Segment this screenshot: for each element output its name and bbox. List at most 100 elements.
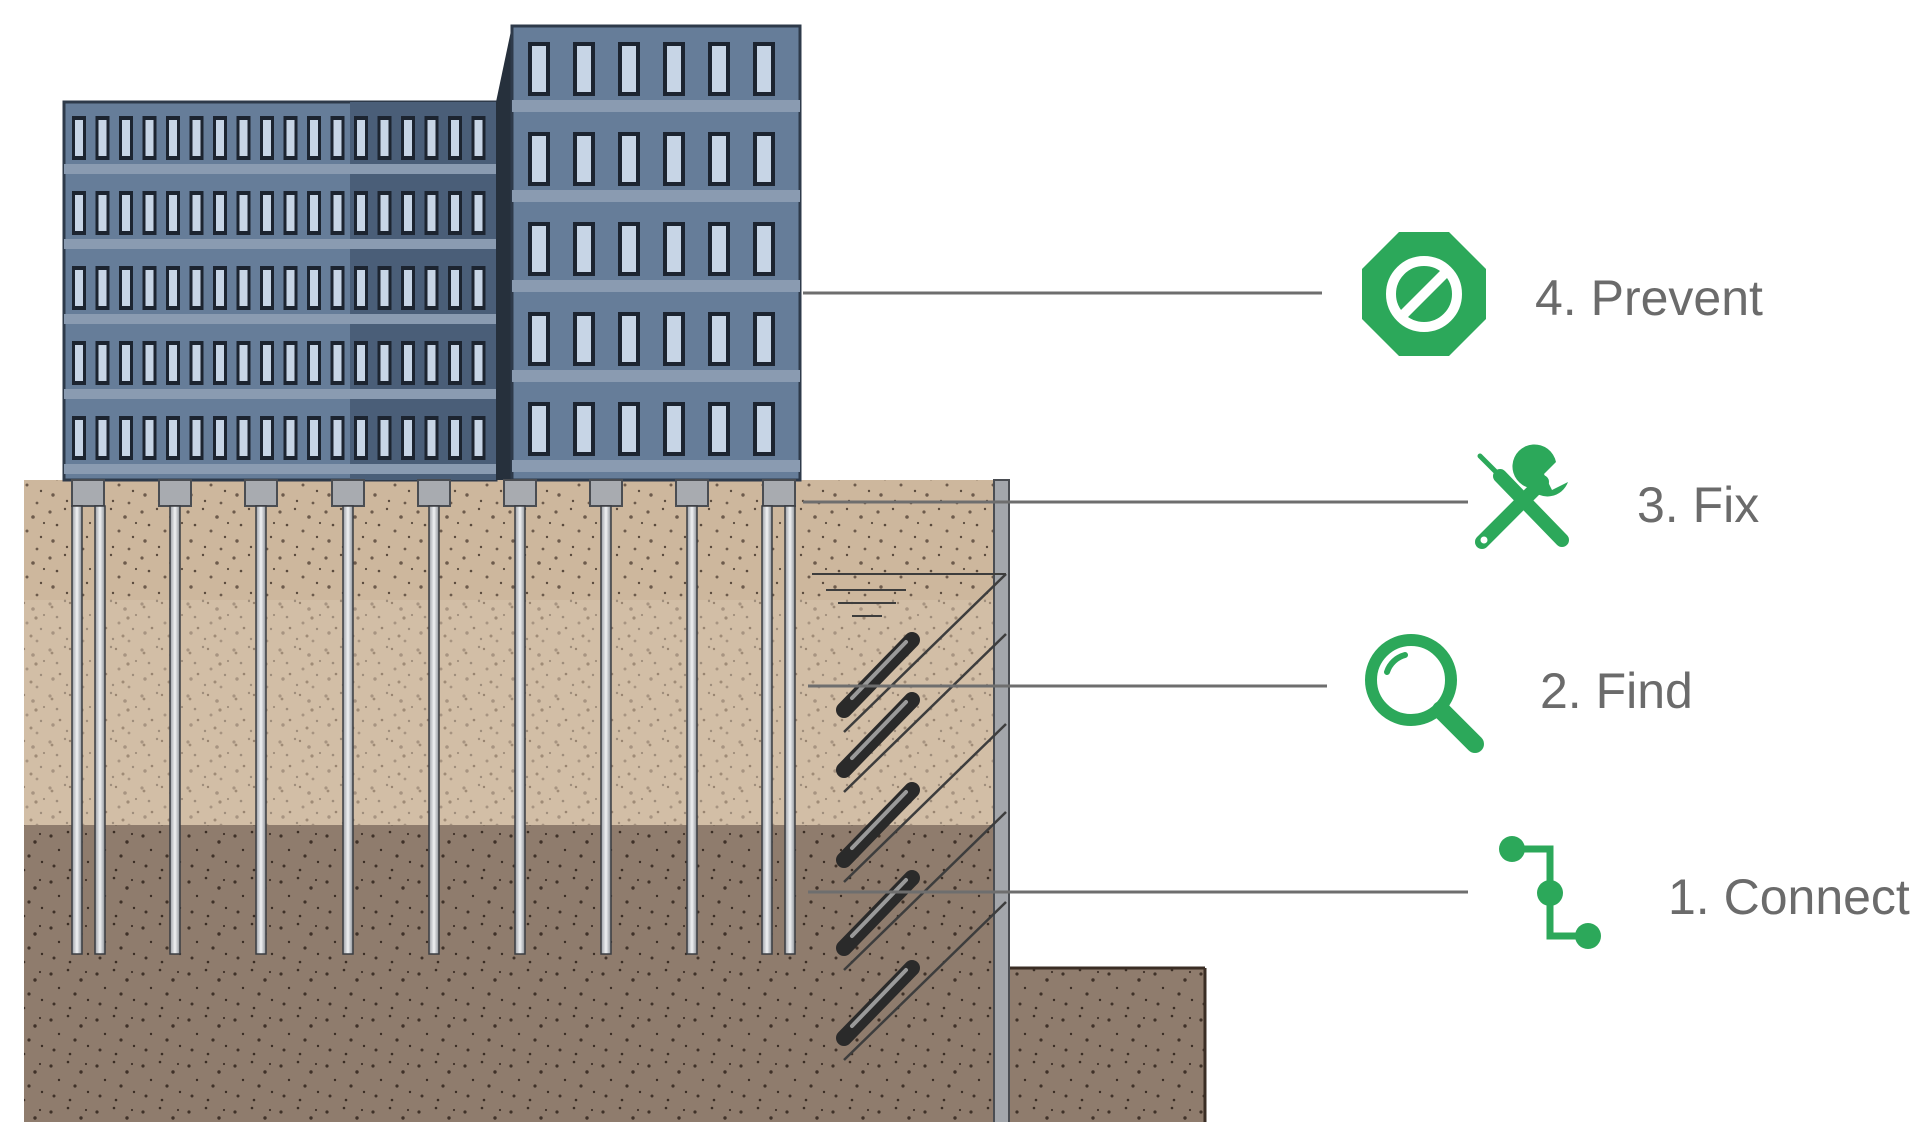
step-label-connect: 1. Connect bbox=[1668, 869, 1910, 925]
pile bbox=[255, 505, 267, 955]
floor-slab bbox=[64, 239, 496, 249]
window-pane bbox=[263, 345, 271, 381]
pile bbox=[94, 505, 106, 955]
pile-cap bbox=[503, 479, 537, 507]
window-pane bbox=[712, 46, 726, 92]
window-pane bbox=[451, 120, 459, 156]
window-pane bbox=[122, 195, 130, 231]
pile bbox=[71, 505, 83, 955]
anchor-tendon bbox=[843, 901, 1007, 1061]
pile-cap bbox=[331, 479, 365, 507]
anchor-grout-body bbox=[836, 692, 920, 778]
window-pane bbox=[192, 345, 201, 381]
pile bbox=[342, 505, 354, 955]
window-pane bbox=[333, 345, 342, 381]
anchor-highlight bbox=[850, 878, 908, 938]
pile bbox=[761, 505, 773, 955]
window-pane bbox=[239, 420, 248, 456]
window-pane bbox=[667, 316, 681, 362]
window-pane bbox=[667, 136, 681, 182]
pile bbox=[784, 505, 796, 955]
step-label-find: 2. Find bbox=[1540, 663, 1693, 719]
window-pane bbox=[98, 270, 107, 306]
window-pane bbox=[427, 195, 436, 231]
window-pane bbox=[667, 46, 681, 92]
window-pane bbox=[380, 270, 389, 306]
step-label-prevent: 4. Prevent bbox=[1535, 270, 1763, 326]
window-pane bbox=[75, 195, 83, 231]
window-pane bbox=[380, 120, 389, 156]
window-pane bbox=[577, 226, 591, 272]
window-pane bbox=[357, 120, 365, 156]
window-pane bbox=[145, 195, 154, 231]
window-pane bbox=[263, 195, 271, 231]
anchor-grout-body bbox=[836, 870, 920, 956]
window-pane bbox=[263, 120, 271, 156]
pile-cap bbox=[244, 479, 278, 507]
window-pane bbox=[757, 136, 771, 182]
window-pane bbox=[310, 270, 318, 306]
tower-side-edge bbox=[496, 26, 512, 480]
window-pane bbox=[239, 195, 248, 231]
window-pane bbox=[474, 270, 483, 306]
window-pane bbox=[357, 345, 365, 381]
window-pane bbox=[216, 270, 224, 306]
window-pane bbox=[216, 420, 224, 456]
window-pane bbox=[667, 226, 681, 272]
connect-path-icon bbox=[1499, 836, 1601, 949]
window-pane bbox=[427, 345, 436, 381]
prevent-octagon-icon bbox=[1362, 232, 1486, 356]
window-pane bbox=[451, 345, 459, 381]
retaining-wall-panel bbox=[993, 479, 1010, 1122]
pile-cap bbox=[417, 479, 451, 507]
excavation-floor-soil bbox=[1009, 968, 1205, 1122]
window-pane bbox=[532, 406, 546, 452]
retaining-wall bbox=[993, 479, 1010, 1122]
floor-slab bbox=[512, 190, 800, 202]
floor-slab bbox=[64, 464, 496, 474]
window-pane bbox=[577, 136, 591, 182]
window-pane bbox=[239, 345, 248, 381]
window-pane bbox=[451, 195, 459, 231]
window-pane bbox=[122, 345, 130, 381]
window-pane bbox=[75, 270, 83, 306]
window-pane bbox=[145, 270, 154, 306]
window-pane bbox=[404, 345, 412, 381]
window-pane bbox=[286, 120, 295, 156]
window-pane bbox=[451, 420, 459, 456]
window-pane bbox=[286, 270, 295, 306]
window-pane bbox=[286, 195, 295, 231]
building bbox=[62, 24, 802, 482]
window-pane bbox=[451, 270, 459, 306]
window-pane bbox=[380, 345, 389, 381]
foundation-piles bbox=[71, 479, 796, 955]
window-pane bbox=[532, 226, 546, 272]
window-pane bbox=[169, 345, 177, 381]
window-pane bbox=[192, 195, 201, 231]
window-pane bbox=[216, 195, 224, 231]
window-pane bbox=[532, 46, 546, 92]
anchor-grout-body bbox=[836, 782, 920, 868]
window-pane bbox=[239, 120, 248, 156]
window-pane bbox=[75, 345, 83, 381]
pile bbox=[600, 505, 612, 955]
window-pane bbox=[622, 226, 636, 272]
anchor-grout-body bbox=[836, 960, 920, 1046]
pile bbox=[428, 505, 440, 955]
window-pane bbox=[757, 226, 771, 272]
anchor-highlight bbox=[850, 968, 908, 1028]
window-pane bbox=[310, 345, 318, 381]
window-pane bbox=[712, 316, 726, 362]
wrench-screwdriver-icon bbox=[1475, 444, 1569, 549]
window-pane bbox=[404, 195, 412, 231]
window-pane bbox=[75, 120, 83, 156]
window-pane bbox=[474, 120, 483, 156]
window-pane bbox=[333, 270, 342, 306]
window-pane bbox=[622, 46, 636, 92]
window-pane bbox=[216, 345, 224, 381]
window-pane bbox=[757, 46, 771, 92]
window-pane bbox=[286, 345, 295, 381]
window-pane bbox=[216, 120, 224, 156]
anchor-highlight bbox=[850, 790, 908, 850]
window-pane bbox=[474, 345, 483, 381]
